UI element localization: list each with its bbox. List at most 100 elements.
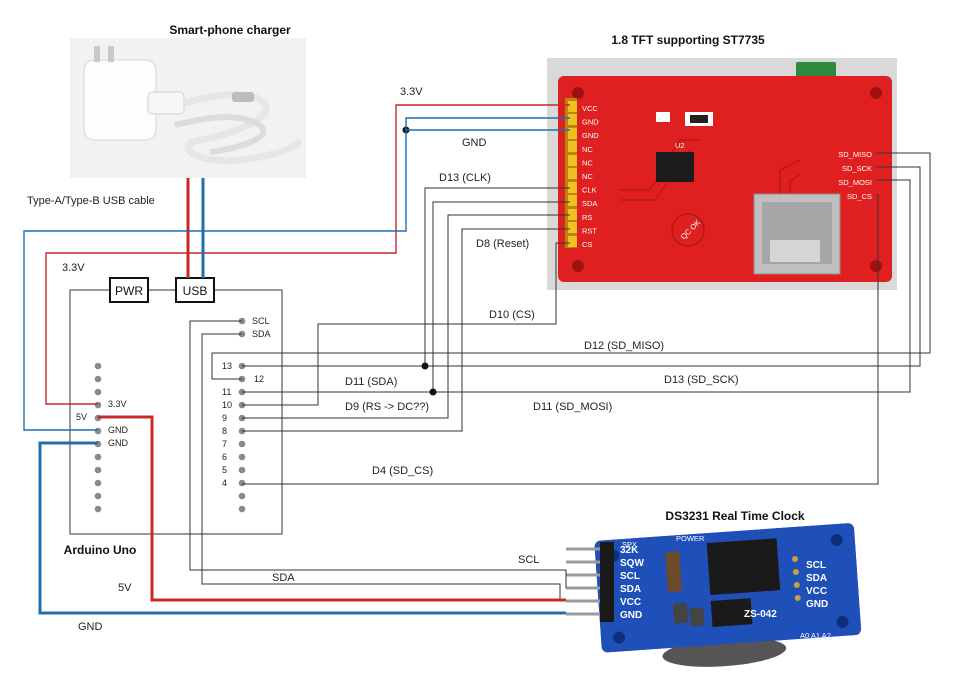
charger-image — [70, 38, 306, 178]
label-scl: SCL — [518, 554, 539, 566]
arduino-title: Arduino Uno — [64, 543, 137, 557]
red-wires — [45, 104, 570, 405]
pin-d12: 12 — [254, 374, 264, 384]
pin-d5: 5 — [222, 465, 227, 475]
pin-d8: 8 — [222, 426, 227, 436]
header-pin — [94, 453, 102, 461]
pin-scl: SCL — [252, 316, 270, 326]
pin-d9: 9 — [222, 413, 227, 423]
rtc-pin-label: 32K — [620, 545, 639, 556]
label-sd-cs: D4 (SD_CS) — [372, 465, 433, 477]
tft-pin-label: CS — [582, 240, 592, 249]
rtc-pin-label: SDA — [620, 584, 641, 595]
rtc-right-pin-label: SDA — [806, 573, 827, 584]
pin-gnd-1: GND — [108, 425, 129, 435]
tft-pin-label: GND — [582, 131, 599, 140]
rtc-right-pin-label: VCC — [806, 586, 827, 597]
label-gnd: GND — [78, 621, 103, 633]
tft-pin-label: RS — [582, 213, 592, 222]
header-pin — [238, 479, 246, 487]
arduino-power-header — [94, 362, 102, 513]
rtc-spx-label: SPX — [622, 540, 637, 549]
tft-sd-labels: SD_MISO SD_SCK SD_MOSI SD_CS — [838, 150, 872, 201]
pin-d10: 10 — [222, 400, 232, 410]
gnd-wire — [38, 178, 566, 615]
rtc-power-label: POWER — [676, 534, 705, 543]
label-mosi: D11 (SD_MOSI) — [533, 401, 612, 413]
signal-wires — [189, 152, 931, 601]
pwr-label: PWR — [115, 284, 143, 298]
pin-sda: SDA — [252, 329, 271, 339]
header-pin — [94, 427, 102, 435]
tft-pin-label: CLK — [582, 186, 597, 195]
tft-pin-label: NC — [582, 158, 593, 167]
header-pin — [238, 492, 246, 500]
header-pin — [94, 388, 102, 396]
tft-pin-label: RST — [582, 226, 597, 235]
header-pin — [94, 479, 102, 487]
tft-title: 1.8 TFT supporting ST7735 — [611, 33, 765, 47]
rtc-pin-labels: 32K SQW SCL SDA VCC GND — [620, 545, 644, 621]
header-pin — [238, 440, 246, 448]
label-tft-gnd: GND — [462, 137, 487, 149]
usb-port — [175, 277, 215, 303]
header-pin — [94, 362, 102, 370]
arduino-digital-header — [238, 317, 246, 513]
label-reset: D8 (Reset) — [476, 238, 529, 250]
tft-board-image — [547, 58, 897, 290]
label-sda: D11 (SDA) — [345, 376, 397, 388]
rtc-addr-label: A0 A1 A2 — [800, 631, 831, 640]
usb-label: USB — [183, 284, 208, 298]
label-sck: D13 (SD_SCK) — [664, 374, 739, 386]
pin-gnd-2: GND — [108, 438, 129, 448]
arduino-board — [69, 277, 283, 535]
blue-wires — [23, 117, 570, 431]
wire-junctions — [402, 126, 437, 396]
rtc-right-pin-label: GND — [806, 599, 828, 610]
label-5v: 5V — [118, 582, 132, 594]
pin-d13: 13 — [222, 361, 232, 371]
tft-sd-pin-label: SD_CS — [847, 192, 872, 201]
pin-d7: 7 — [222, 439, 227, 449]
rtc-pin-label: SQW — [620, 558, 644, 569]
pin-d4: 4 — [222, 478, 227, 488]
tft-chip-label: U2 — [675, 141, 685, 150]
tft-pin-labels: VCC GND GND NC NC NC CLK SDA RS RST CS — [582, 104, 599, 249]
5v-wire — [98, 178, 566, 602]
rtc-right-pin-label: SCL — [806, 560, 826, 571]
header-pin — [94, 375, 102, 383]
label-clk: D13 (CLK) — [439, 172, 491, 184]
tft-sd-pin-label: SD_MISO — [838, 150, 872, 159]
tft-pin-label: NC — [582, 145, 593, 154]
rtc-pin-label: SCL — [620, 571, 640, 582]
pwr-jack — [109, 277, 149, 303]
tft-pin-label: GND — [582, 118, 599, 127]
rtc-board-image — [566, 523, 862, 667]
rtc-right-labels: SCL SDA VCC GND — [806, 560, 828, 610]
header-pin — [94, 492, 102, 500]
pin-5v: 5V — [76, 412, 87, 422]
tft-pin-label: VCC — [582, 104, 598, 113]
rtc-pin-label: VCC — [620, 597, 641, 608]
tft-pin-label: NC — [582, 172, 593, 181]
pin-d11: 11 — [222, 387, 231, 397]
label-ard-33v: 3.3V — [62, 262, 85, 274]
header-pin — [94, 401, 102, 409]
pin-d6: 6 — [222, 452, 227, 462]
label-cs: D10 (CS) — [489, 309, 535, 321]
pin-33v: 3.3V — [108, 399, 127, 409]
header-pin — [238, 466, 246, 474]
header-pin — [238, 505, 246, 513]
tft-sd-pin-label: SD_SCK — [842, 164, 872, 173]
header-pin — [238, 453, 246, 461]
rtc-model-label: ZS-042 — [744, 609, 777, 620]
label-usb-cable: Type-A/Type-B USB cable — [27, 195, 155, 207]
label-sda-rtc: SDA — [272, 572, 295, 584]
label-rs: D9 (RS -> DC??) — [345, 401, 429, 413]
header-pin — [94, 466, 102, 474]
tft-sd-pin-label: SD_MOSI — [838, 178, 872, 187]
label-miso: D12 (SD_MISO) — [584, 340, 664, 352]
rtc-pin-label: GND — [620, 610, 642, 621]
tft-pin-label: SDA — [582, 199, 597, 208]
